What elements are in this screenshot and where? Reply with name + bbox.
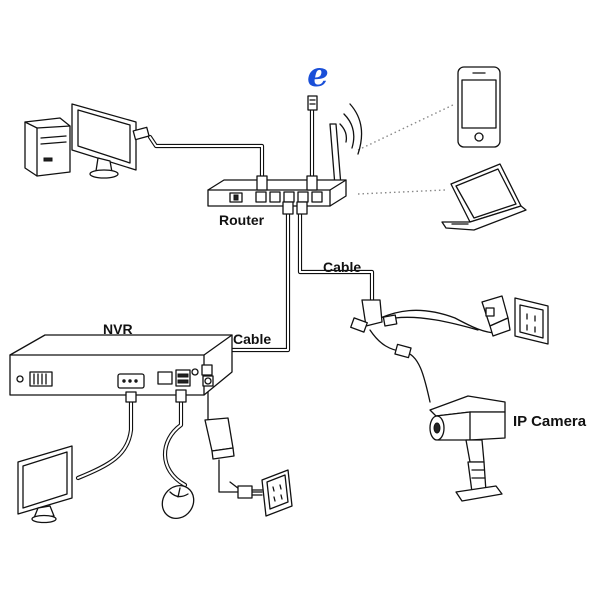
internet-connector — [307, 95, 318, 111]
router-device — [207, 175, 347, 215]
mouse — [161, 484, 195, 520]
nvr-label: NVR — [103, 321, 133, 337]
router-antenna — [329, 123, 342, 187]
router-label: Router — [219, 212, 265, 228]
wall-outlet-nvr — [261, 469, 293, 517]
laptop — [441, 163, 527, 231]
cable-router-camera — [297, 209, 375, 303]
nvr-device — [9, 334, 233, 403]
wifi-signal-icon — [339, 103, 363, 155]
smartphone — [457, 66, 501, 148]
desktop-computer — [24, 103, 150, 179]
nvr-monitor — [17, 445, 73, 524]
ip-camera — [429, 395, 506, 502]
wireless-link-phone — [357, 103, 456, 151]
camera-cable-connectors — [350, 299, 412, 359]
ip-camera-label: IP Camera — [513, 413, 587, 430]
cable-camera-splitter — [369, 329, 431, 403]
cable-nvr-label: Cable — [233, 331, 272, 347]
wireless-link-laptop — [357, 189, 446, 195]
cable-pc-router — [147, 134, 265, 181]
cable-camera-label: Cable — [323, 259, 362, 275]
wall-outlet-camera — [514, 297, 549, 345]
internet-explorer-icon: e — [307, 55, 329, 95]
power-adapter — [204, 417, 263, 499]
camera-power-adapter — [481, 295, 511, 337]
